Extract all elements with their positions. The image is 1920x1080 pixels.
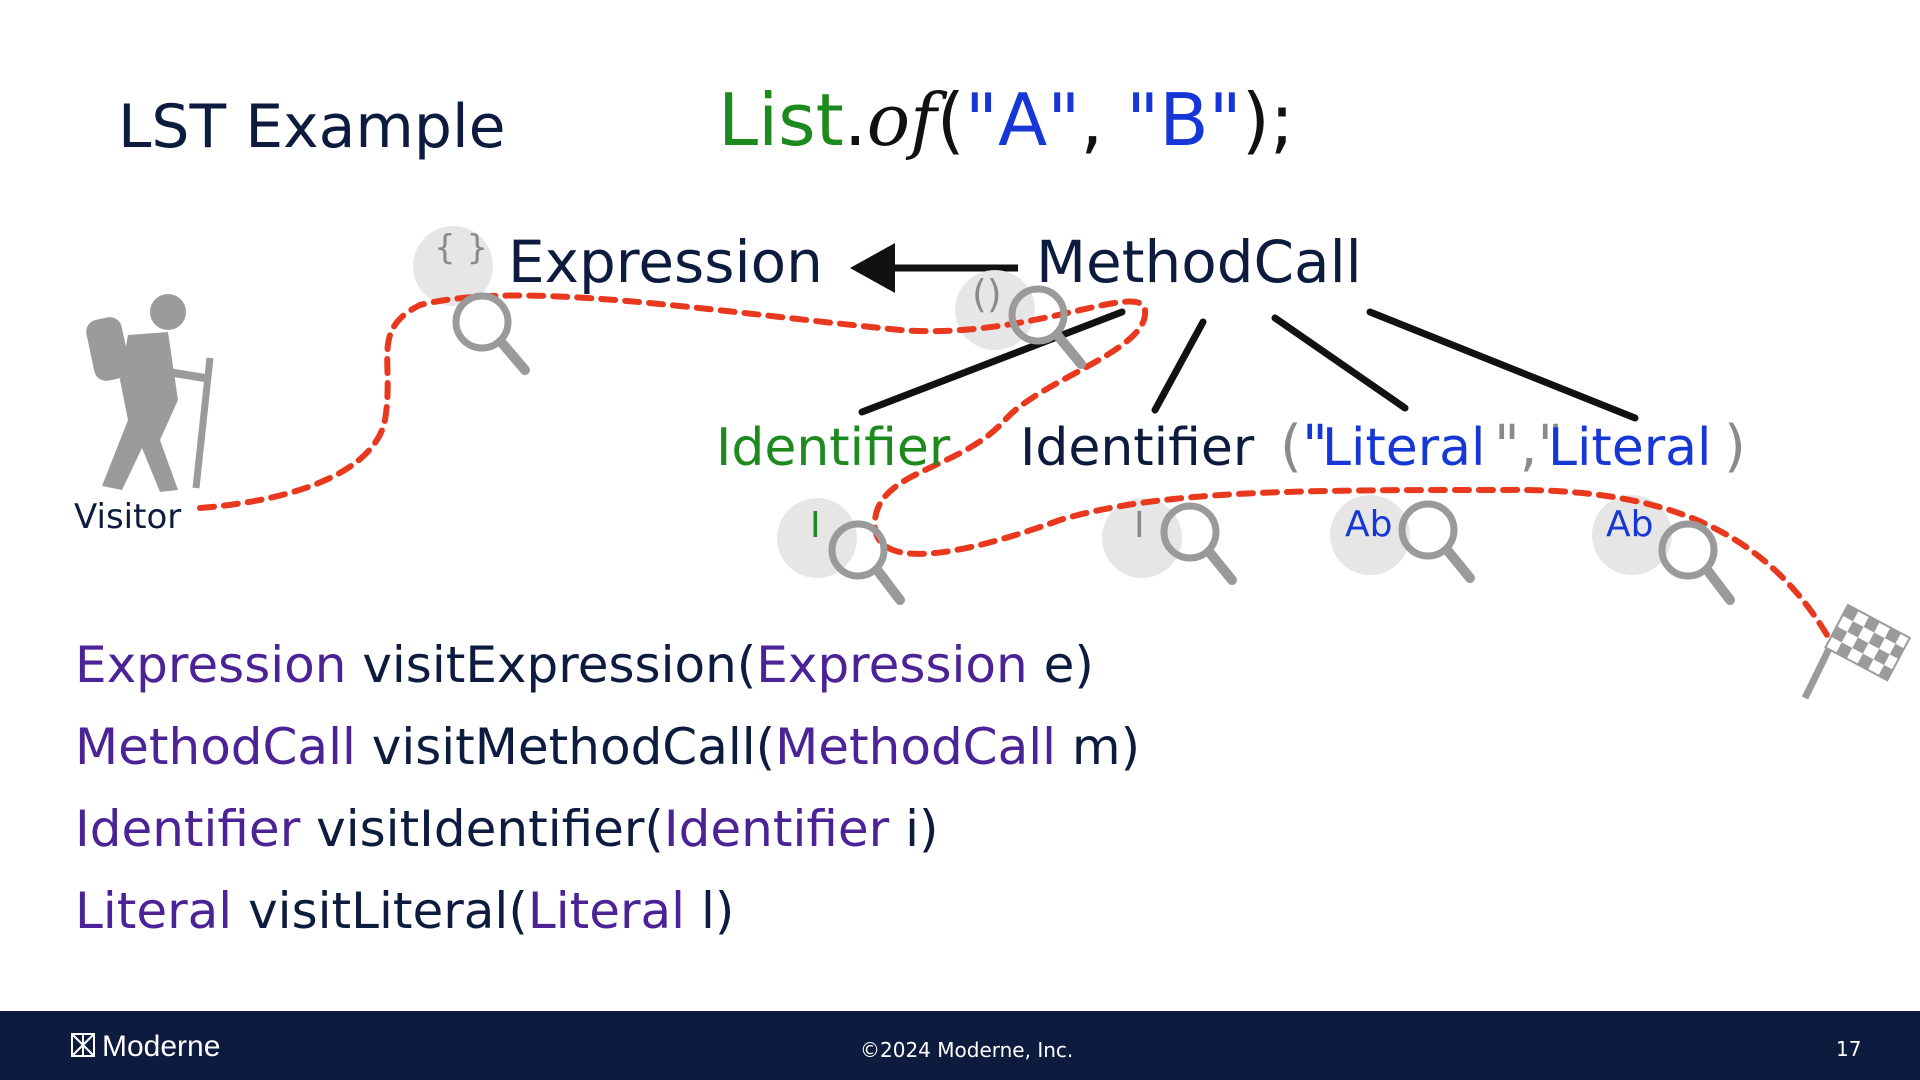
- visit-param: l): [685, 882, 735, 940]
- footer-logo-text: Moderne: [102, 1030, 221, 1063]
- lst-diagram: [86, 226, 1912, 700]
- hiker-icon: [86, 294, 214, 492]
- args-close-paren: ): [1724, 414, 1746, 479]
- magnifier-icon: [1398, 500, 1475, 583]
- visit-return-type: Identifier: [75, 800, 301, 858]
- identifier-2-badge: I: [1134, 505, 1145, 546]
- literal-2-icon-circle: [1592, 495, 1672, 575]
- magnifier-icon: [1008, 285, 1086, 369]
- expression-icon-circle: [413, 226, 493, 306]
- node-methodcall: MethodCall: [1036, 228, 1362, 296]
- footer-bar: [0, 1011, 1920, 1080]
- arrow-left-icon: [850, 243, 1018, 293]
- visit-param-type: MethodCall: [775, 718, 1057, 776]
- expression-icon-glyph: { }: [434, 228, 489, 268]
- visit-method-expression: Expression visitExpression(Expression e): [75, 636, 1094, 694]
- identifier-1-icon-circle: [777, 498, 857, 578]
- literal-2-badge: Ab: [1606, 504, 1654, 545]
- visit-param: e): [1027, 636, 1094, 694]
- visit-return-type: MethodCall: [75, 718, 356, 776]
- visit-method-name: visitIdentifier(: [300, 800, 664, 858]
- visit-param: m): [1056, 718, 1141, 776]
- slide-title: LST Example: [118, 92, 506, 162]
- moderne-logo-icon: [71, 1033, 95, 1057]
- args-open-paren: (: [1280, 414, 1302, 479]
- methodcall-icon-glyph: (): [972, 272, 1002, 316]
- code-close: );: [1241, 78, 1295, 162]
- node-identifier-select: Identifier: [716, 418, 951, 478]
- visitor-label: Visitor: [74, 497, 182, 537]
- visit-param-type: Identifier: [663, 800, 890, 858]
- identifier-2-icon-circle: [1102, 498, 1182, 578]
- code-list: List: [718, 78, 844, 162]
- literal-1-badge: Ab: [1345, 504, 1393, 545]
- edge-root-identifier-1: [858, 308, 1126, 416]
- code-open-paren: (: [936, 78, 965, 162]
- visit-return-type: Expression: [75, 636, 347, 694]
- page-number: 17: [1836, 1037, 1862, 1061]
- visit-param: i): [889, 800, 939, 858]
- code-sample: List.of("A", "B");: [718, 78, 1294, 162]
- magnifier-icon: [452, 292, 530, 375]
- code-literal-b: "B": [1126, 78, 1242, 162]
- footer-copyright: ©2024 Moderne, Inc.: [860, 1038, 1074, 1062]
- magnifier-icon: [1658, 520, 1735, 605]
- visit-method-name: visitLiteral(: [232, 882, 528, 940]
- edge-root-literal-1: [1271, 314, 1409, 412]
- magnifier-icon: [1160, 502, 1237, 585]
- node-expression: Expression: [508, 228, 823, 296]
- edge-root-literal-2: [1366, 308, 1639, 422]
- visitor-path: [197, 292, 1833, 643]
- visit-method-methodcall: MethodCall visitMethodCall(MethodCall m): [75, 718, 1140, 776]
- code-literal-a: "A": [964, 78, 1081, 162]
- node-identifier-name: Identifier: [1020, 418, 1255, 478]
- literal-1-icon-circle: [1330, 495, 1410, 575]
- visit-param-type: Expression: [756, 636, 1028, 694]
- code-of: of: [866, 78, 937, 162]
- code-dot: .: [843, 78, 867, 162]
- visit-method-name: visitMethodCall(: [355, 718, 776, 776]
- args-quote-open: ": [1302, 414, 1328, 479]
- node-literal-a: Literal: [1322, 418, 1486, 478]
- visit-return-type: Literal: [75, 882, 233, 940]
- node-literal-b: Literal: [1548, 418, 1712, 478]
- checkered-flag-icon: [1801, 603, 1912, 700]
- identifier-1-badge: I: [810, 505, 821, 546]
- magnifier-icon: [828, 520, 905, 605]
- magnifier-icons: [452, 285, 1735, 605]
- args-separator: ",": [1494, 414, 1564, 479]
- code-comma: ,: [1080, 78, 1127, 162]
- visit-method-literal: Literal visitLiteral(Literal l): [75, 882, 734, 940]
- edge-root-identifier-2: [1151, 318, 1207, 414]
- visit-method-identifier: Identifier visitIdentifier(Identifier i): [75, 800, 938, 858]
- visit-param-type: Literal: [527, 882, 686, 940]
- visit-method-name: visitExpression(: [346, 636, 757, 694]
- tree-edges: [858, 308, 1639, 422]
